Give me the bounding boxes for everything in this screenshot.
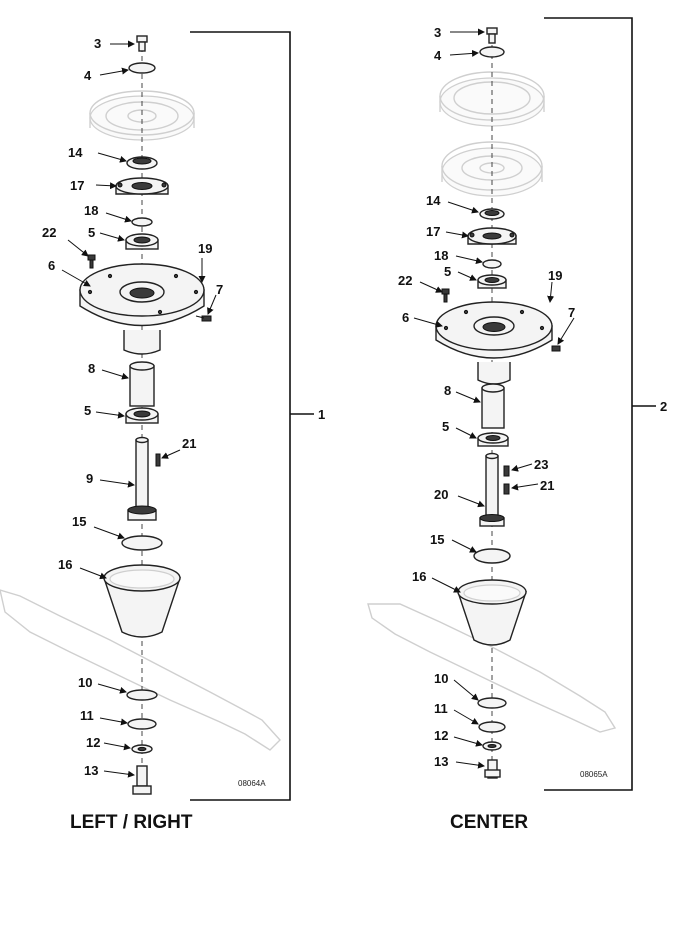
left-callout-3: 3 — [94, 36, 101, 51]
left-pulley-ghost — [89, 90, 195, 141]
left-callout-4: 4 — [84, 68, 92, 83]
left-flange-17 — [115, 177, 169, 195]
center-callout-7: 7 — [568, 305, 575, 320]
left-spacer-8 — [129, 361, 155, 407]
center-callout-5-upper: 5 — [444, 264, 451, 279]
center-ring-18 — [482, 259, 502, 269]
left-callout-5-upper: 5 — [88, 225, 95, 240]
center-washer-15 — [473, 548, 511, 564]
left-assembly-number: 1 — [318, 407, 325, 422]
left-callout-17: 17 — [70, 178, 84, 193]
left-callout-14: 14 — [68, 145, 83, 160]
center-washer-11 — [478, 721, 506, 733]
center-spacer-8 — [481, 383, 505, 429]
center-assembly-number: 2 — [660, 399, 667, 414]
left-leaders — [61, 40, 217, 778]
center-washer-10 — [477, 697, 507, 709]
center-leaders — [413, 28, 575, 769]
center-bolt-3 — [486, 27, 498, 44]
left-callout-16: 16 — [58, 557, 72, 572]
center-callout-19: 19 — [548, 268, 562, 283]
center-callout-15: 15 — [430, 532, 444, 547]
left-callout-22: 22 — [42, 225, 56, 240]
center-assembly: 3 4 14 17 18 22 5 19 6 7 8 5 23 21 20 15… — [367, 17, 667, 833]
left-callout-6: 6 — [48, 258, 55, 273]
center-cup-16 — [457, 579, 527, 646]
center-callout-4: 4 — [434, 48, 442, 63]
left-assembly-bracket — [190, 31, 291, 801]
left-washer-10 — [126, 689, 158, 701]
center-callout-11: 11 — [434, 701, 448, 716]
center-callout-10: 10 — [434, 671, 448, 686]
left-bearing-5-lower — [125, 407, 159, 424]
center-view-title: CENTER — [450, 812, 528, 833]
left-bolt-13 — [132, 765, 152, 795]
left-callout-13: 13 — [84, 763, 98, 778]
center-callout-16: 16 — [412, 569, 426, 584]
left-callout-15: 15 — [72, 514, 86, 529]
center-callout-13: 13 — [434, 754, 448, 769]
left-washer-4 — [128, 62, 156, 74]
center-shaft-20 — [479, 452, 505, 527]
center-callout-17: 17 — [426, 224, 440, 239]
center-callout-6: 6 — [402, 310, 409, 325]
left-callout-21: 21 — [182, 436, 196, 451]
left-callout-9: 9 — [86, 471, 93, 486]
center-bolt-13 — [484, 759, 501, 779]
left-washer-15 — [121, 535, 163, 551]
center-key-23 — [503, 465, 510, 477]
center-callout-14: 14 — [426, 193, 441, 208]
center-callout-21: 21 — [540, 478, 554, 493]
center-housing-6 — [435, 301, 553, 385]
left-bearing-5-upper — [125, 233, 159, 250]
center-callout-20: 20 — [434, 487, 448, 502]
left-callout-10: 10 — [78, 675, 92, 690]
center-callout-12: 12 — [434, 728, 448, 743]
left-callout-11: 11 — [80, 708, 94, 723]
center-pulley-lower-ghost — [441, 141, 543, 197]
left-callout-12: 12 — [86, 735, 100, 750]
center-bearing-5-lower — [477, 432, 509, 447]
left-callout-8: 8 — [88, 361, 95, 376]
center-key-21 — [503, 483, 510, 495]
center-callout-5-lower: 5 — [442, 419, 449, 434]
center-blade-ghost — [367, 603, 617, 733]
left-callout-18: 18 — [84, 203, 98, 218]
center-callout-8: 8 — [444, 383, 451, 398]
left-washer-11 — [127, 718, 157, 730]
left-bearing-14 — [126, 156, 158, 170]
left-shaft-9 — [127, 436, 157, 521]
left-callout-5-lower: 5 — [84, 403, 91, 418]
left-view-title: LEFT / RIGHT — [70, 812, 193, 833]
left-right-assembly: 3 4 14 17 18 22 5 19 6 7 8 5 21 9 15 16 … — [0, 31, 325, 833]
left-callout-7: 7 — [216, 282, 223, 297]
left-cup-16 — [103, 564, 181, 638]
center-bearing-14 — [479, 208, 505, 220]
left-fitting-7 — [195, 315, 212, 322]
left-lockwasher-12 — [131, 744, 153, 754]
center-lockwasher-12 — [482, 741, 502, 751]
center-callout-23: 23 — [534, 457, 548, 472]
left-bolt-3 — [136, 35, 148, 52]
center-assembly-bracket — [544, 17, 633, 791]
left-callout-19: 19 — [198, 241, 212, 256]
center-flange-17 — [467, 227, 517, 245]
center-fitting-7 — [551, 345, 561, 352]
center-figure-code: 08065A — [580, 770, 608, 779]
center-callout-3: 3 — [434, 25, 441, 40]
left-blade-ghost — [0, 589, 281, 751]
center-bolt-22 — [441, 288, 450, 303]
left-bolt-22 — [87, 254, 96, 269]
center-bearing-5-upper — [477, 274, 507, 289]
left-key-21 — [155, 453, 161, 467]
center-callout-18: 18 — [434, 248, 448, 263]
left-ring-18 — [131, 217, 153, 227]
left-figure-code: 08064A — [238, 779, 266, 788]
center-washer-4 — [479, 46, 505, 58]
center-callout-22: 22 — [398, 273, 412, 288]
left-housing-6 — [79, 263, 205, 355]
